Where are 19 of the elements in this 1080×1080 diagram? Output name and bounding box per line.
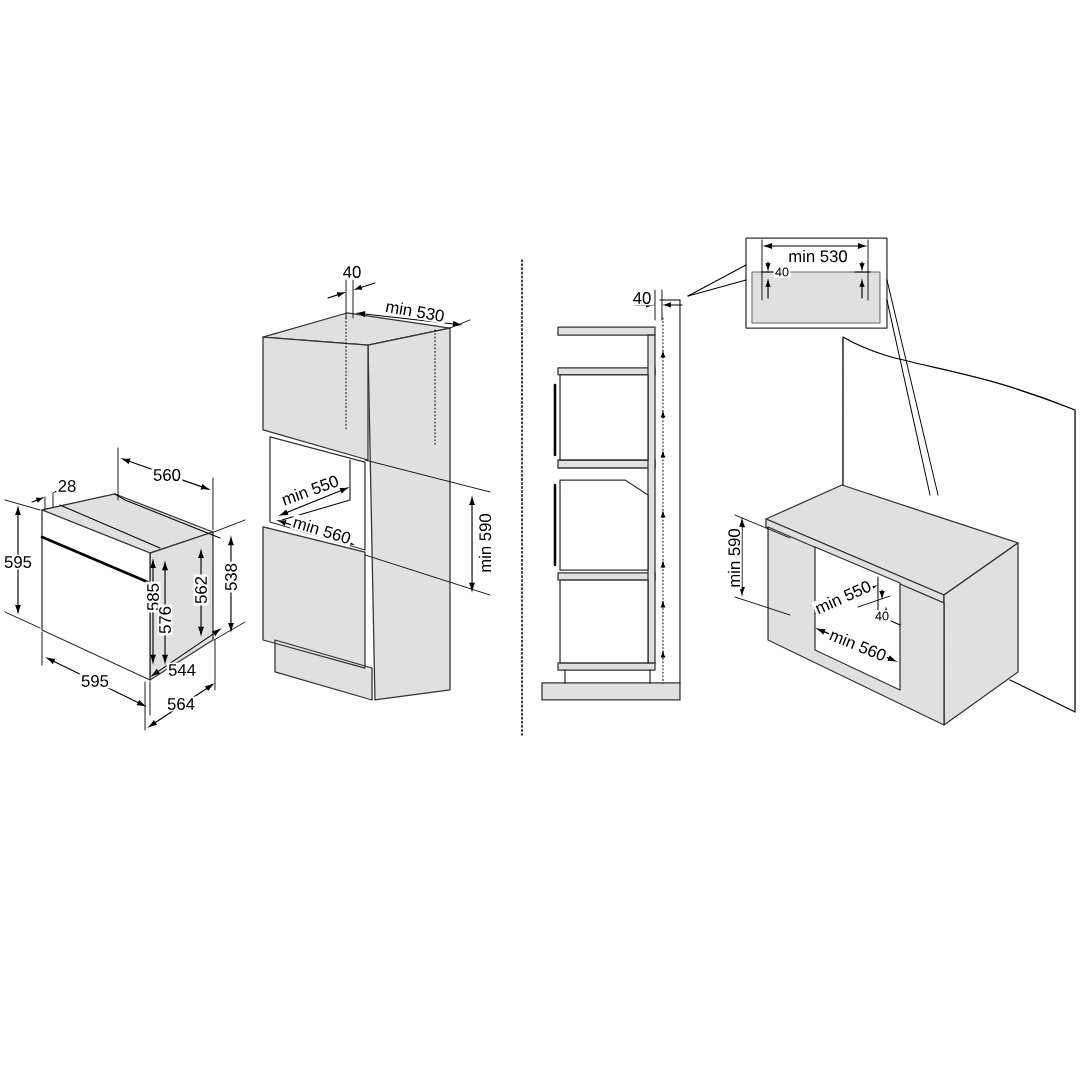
dimension-label: 28 bbox=[56, 478, 78, 494]
dimension-label: 544 bbox=[166, 662, 198, 678]
dimension-label: 40 bbox=[773, 266, 791, 278]
dimension-label: 564 bbox=[165, 696, 197, 712]
dimension-label: 40 bbox=[873, 610, 891, 623]
dimension-label: min 560 bbox=[289, 513, 355, 547]
dimension-label: min 590 bbox=[726, 526, 742, 590]
dimension-label: 560 bbox=[151, 467, 183, 483]
dimension-label: 595 bbox=[2, 554, 34, 570]
dimension-label: min 550 bbox=[278, 472, 342, 508]
dimension-label: min 590 bbox=[477, 511, 493, 575]
dimension-label: 40 bbox=[631, 290, 653, 306]
dimension-label: 595 bbox=[79, 673, 111, 689]
dimension-label: 40 bbox=[341, 264, 363, 280]
dimension-label: min 550 bbox=[811, 577, 875, 617]
dimension-label: 538 bbox=[223, 561, 239, 593]
dimension-label: min 560 bbox=[826, 626, 890, 664]
dimension-label: min 530 bbox=[786, 248, 850, 264]
dimension-label: min 530 bbox=[382, 298, 448, 324]
